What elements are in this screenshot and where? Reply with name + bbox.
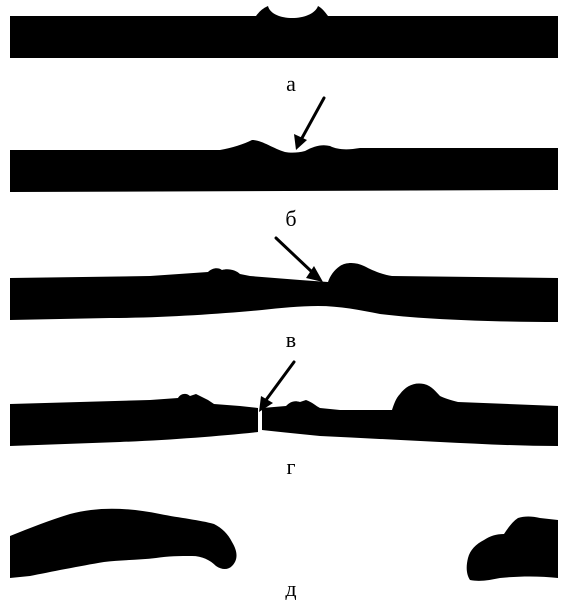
panel-d-left-fragment bbox=[10, 509, 237, 578]
panel-v: в bbox=[10, 238, 558, 352]
panel-g-arrow-line bbox=[266, 362, 294, 400]
panel-b-label: б bbox=[285, 206, 296, 231]
panel-b-arrow-line bbox=[302, 98, 324, 138]
panel-d-right-fragment bbox=[467, 517, 558, 581]
panel-a-strip bbox=[10, 6, 558, 58]
panel-a: а bbox=[10, 6, 558, 96]
panel-v-arrow-line bbox=[276, 238, 312, 272]
panel-v-strip bbox=[10, 263, 558, 322]
panel-v-label: в bbox=[286, 327, 296, 352]
panel-g-left-segment bbox=[10, 394, 258, 446]
panel-g: г bbox=[10, 362, 558, 479]
panel-b: б bbox=[10, 98, 558, 231]
panel-d-label: д bbox=[285, 576, 296, 600]
panel-g-label: г bbox=[286, 454, 295, 479]
panel-g-right-segment bbox=[262, 383, 558, 446]
panel-a-label: а bbox=[286, 71, 296, 96]
panel-b-strip bbox=[10, 140, 558, 192]
panel-d: д bbox=[10, 509, 558, 600]
panel-b-arrow-head bbox=[294, 134, 307, 150]
